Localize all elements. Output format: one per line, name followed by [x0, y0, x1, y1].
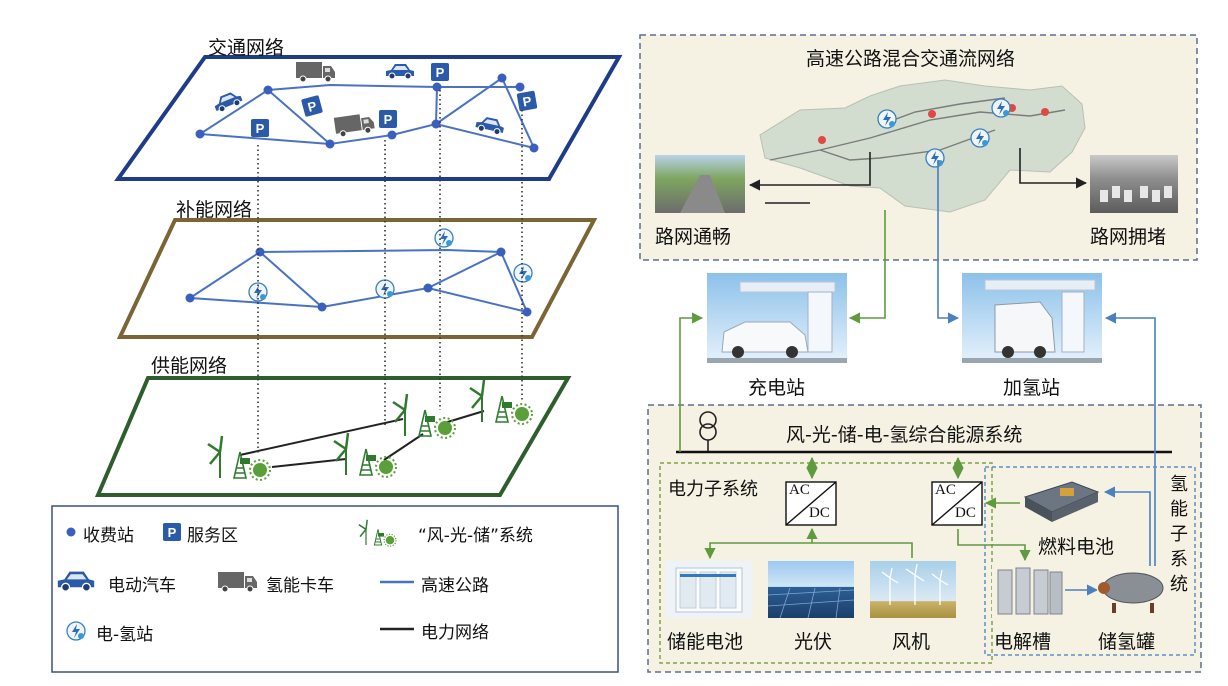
wind-turbines: [881, 563, 949, 605]
ev-wheel-shape: [786, 346, 798, 358]
bus-to-charging-arrow: [679, 312, 704, 452]
power-layer-title: 供能网络: [151, 355, 228, 377]
transformer-icon: [699, 411, 717, 452]
ground-shape: [962, 358, 1102, 363]
hydrogen-subsystem-label: 氢能子系统: [1170, 474, 1188, 595]
h2-tank-photo: [1097, 566, 1169, 616]
ev-photo-shape: [721, 321, 809, 353]
service-area-icon: [251, 119, 269, 137]
legend-power-network-label: 电力网络: [421, 623, 489, 643]
traffic-layer-title: 交通网络: [208, 37, 285, 59]
power-layer: [94, 376, 572, 497]
service-area-icon: [516, 90, 538, 112]
highway-panel-title: 高速公路混合交通流网络: [806, 48, 1016, 70]
vertical-links: [257, 90, 523, 455]
ev-wheel-shape: [732, 346, 744, 358]
smooth-label: 路网通畅: [655, 226, 732, 248]
h2-canopy-shape: [984, 279, 1096, 291]
toll-station-legend-icon: [66, 527, 76, 537]
battery-label: 储能电池: [667, 631, 744, 653]
right-converter-ac: AC: [935, 482, 956, 498]
legend-ev-label: 电动汽车: [108, 576, 176, 596]
congested-road-photo: [1090, 155, 1178, 213]
battery-photo: [666, 561, 752, 618]
truck-wheel-shape: [1002, 346, 1014, 358]
congested-label: 路网拥堵: [1090, 226, 1167, 248]
energy-layer: [116, 218, 598, 339]
legend-toll-station-label: 收费站: [83, 526, 134, 546]
electrolyzer-label: 电解槽: [994, 631, 1052, 653]
hydrogen-station-label: 加氢站: [1003, 377, 1061, 399]
service-area-icon: [431, 63, 449, 81]
wind-photo: [870, 561, 956, 618]
congested-arrow: [1019, 148, 1088, 189]
ground-shape: [707, 358, 847, 363]
traffic-highway-lines: [199, 76, 535, 149]
truck-wheel-shape: [1034, 346, 1046, 358]
energy-nodes: [185, 247, 532, 317]
converter-left: [785, 481, 837, 526]
map-to-hydrogen-arrow: [937, 160, 960, 324]
jam-cars: [1100, 186, 1172, 202]
legend-eh-station-label: 电-氢站: [96, 625, 154, 645]
service-area-legend-icon: [163, 523, 181, 541]
legend-system-label: “风-光-储”系统: [418, 526, 533, 546]
source-bus: [704, 542, 913, 560]
fuel-cell-label: 燃料电池: [1038, 536, 1115, 558]
electrolyzer-photo: [992, 564, 1064, 618]
traffic-layer: [114, 55, 623, 181]
charging-station-label: 充电站: [748, 377, 806, 399]
left-converter-dc: DC: [809, 505, 830, 521]
legend-h2-truck-label: 氢能卡车: [266, 576, 334, 596]
integrated-system-panel: [647, 404, 1202, 673]
pv-gridlines: [767, 587, 855, 619]
h2-dispenser-shape: [1061, 291, 1085, 353]
charger-pillar-shape: [807, 291, 833, 353]
road-surface-shape: [680, 175, 725, 213]
legend-box: [51, 505, 619, 673]
truck-photo-shape: [994, 301, 1056, 353]
right-converter-dc: DC: [955, 505, 976, 521]
wind-label: 风机: [892, 631, 931, 653]
power-network-lines: [239, 410, 485, 468]
converter-to-electrolyzer-arrow: [957, 529, 1031, 562]
legend-highway-label: 高速公路: [421, 576, 489, 596]
tank-to-fuelcell-arrow: [1103, 486, 1151, 568]
energy-plane: [116, 218, 598, 339]
eh-station-icon: [513, 263, 533, 283]
toll-nodes: [195, 73, 539, 153]
service-area-icon: [379, 110, 397, 128]
smooth-arrow: [748, 152, 871, 191]
pv-photo: [768, 561, 854, 618]
energy-layer-title: 补能网络: [176, 199, 253, 221]
map-image: [759, 79, 1086, 213]
h2-tank-label: 储氢罐: [1098, 631, 1156, 653]
converter-right: [931, 481, 983, 526]
hydrogen-subsystem-box: [984, 466, 1196, 656]
legend-service-area-label: 服务区: [187, 526, 238, 546]
power-subsystem-label: 电力子系统: [668, 479, 758, 500]
map-to-charging-arrow: [848, 210, 886, 324]
power-plane: [94, 376, 572, 497]
eh-station-icon: [434, 228, 454, 248]
integrated-system-title: 风-光-储-电-氢综合能源系统: [786, 424, 1023, 446]
eh-station-legend-icon: [66, 621, 86, 641]
left-converter-ac: AC: [789, 482, 810, 498]
h2-tank-to-station-arrow: [1104, 312, 1156, 578]
pv-label: 光伏: [794, 631, 833, 653]
charging-canopy-shape: [739, 281, 836, 293]
fuel-cell-photo: [1020, 476, 1100, 524]
